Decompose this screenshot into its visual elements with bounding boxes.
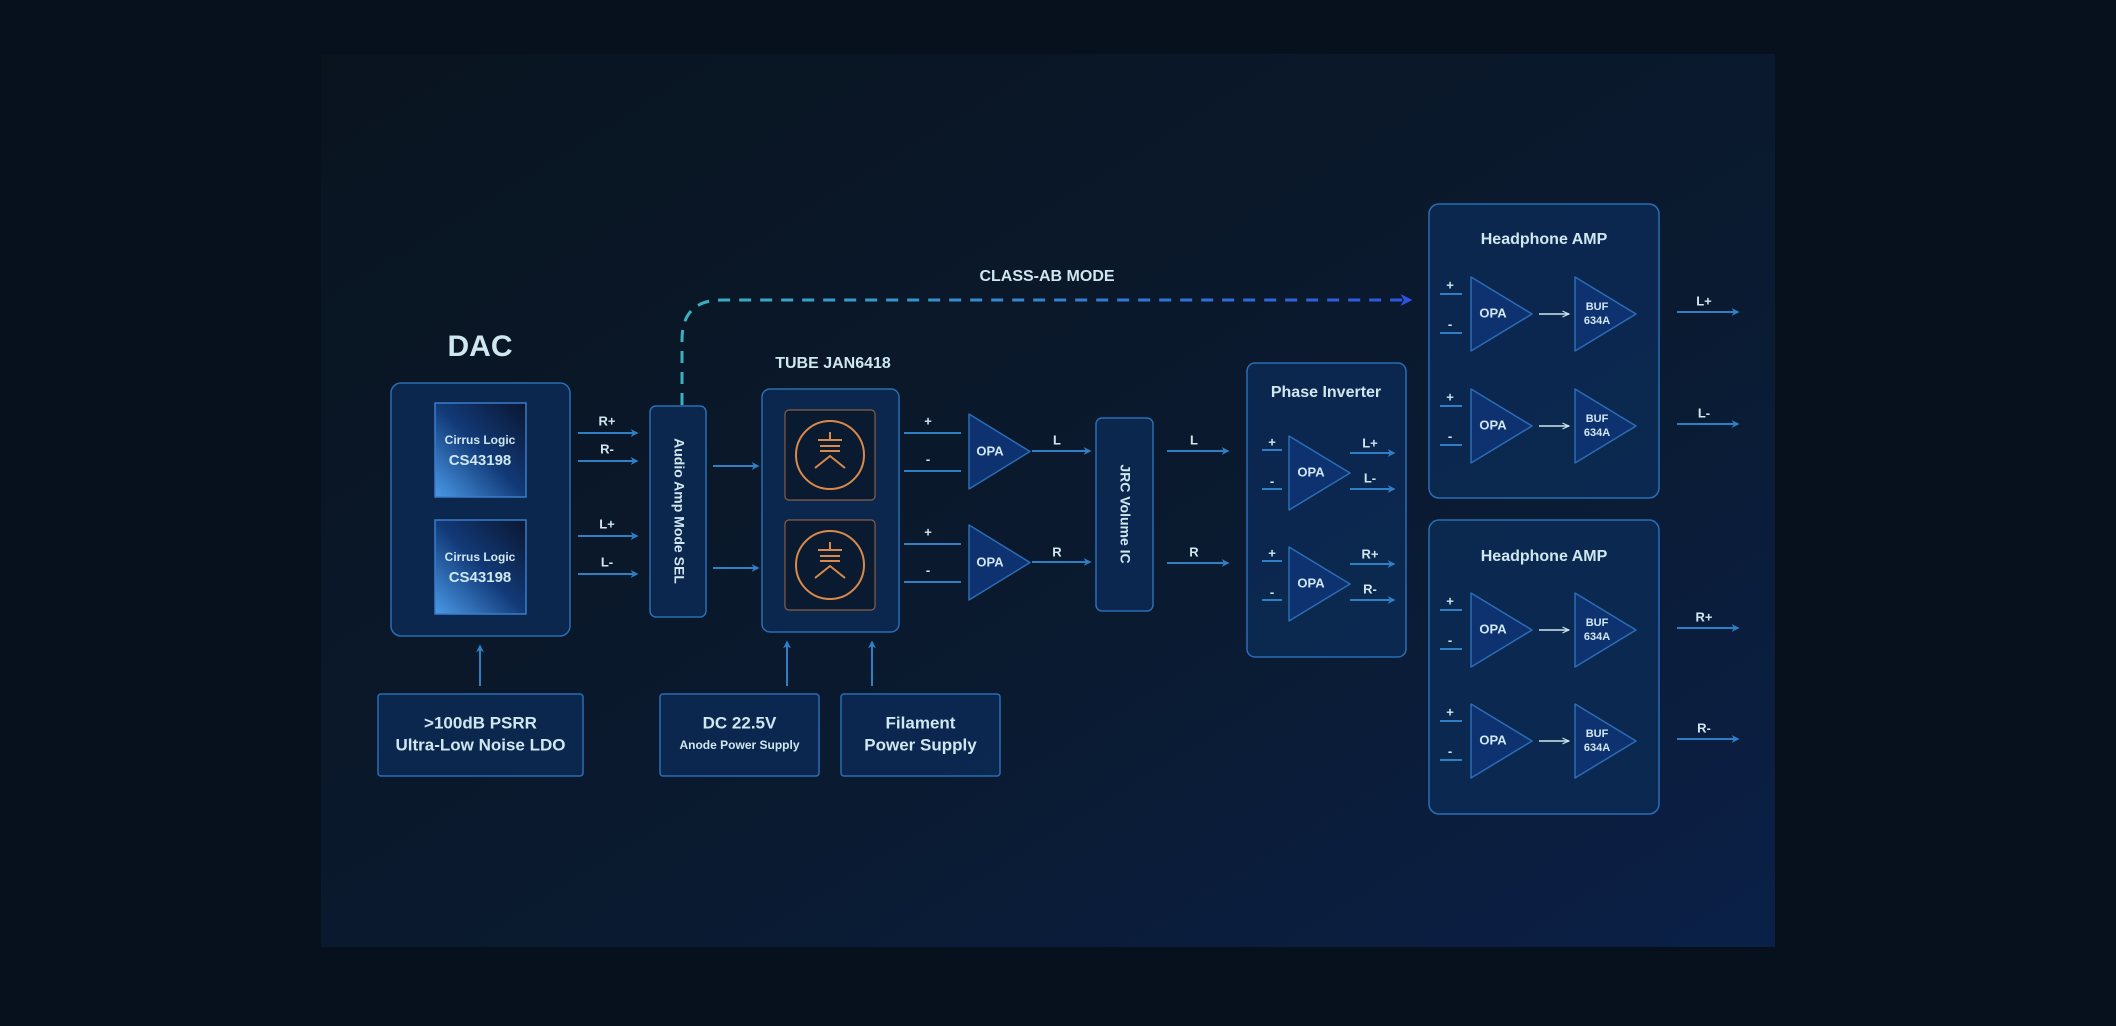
hp-opa-triangle	[1470, 592, 1533, 668]
buffer-label-line2: 634A	[1584, 742, 1610, 754]
pi-opa-label: OPA	[1297, 575, 1325, 590]
pi-input-label: -	[1270, 473, 1274, 488]
pi-input-label: +	[1268, 434, 1276, 449]
power-supply-box-ldo	[377, 693, 584, 777]
amp-mode-selector-label: Audio Amp Mode SEL	[671, 438, 687, 584]
hp-input-label: +	[1446, 593, 1454, 608]
tube-title: TUBE JAN6418	[775, 355, 891, 372]
phase-inverter-title: Phase Inverter	[1271, 384, 1381, 401]
hp-opa-triangle	[1470, 388, 1533, 464]
power-supply-box-anode	[659, 693, 820, 777]
buffer-triangle	[1574, 592, 1637, 668]
power-supply-line2: Anode Power Supply	[679, 738, 799, 752]
hp-input-label: -	[1448, 428, 1452, 443]
chip-model: CS43198	[449, 452, 512, 469]
opa-triangle	[968, 413, 1031, 490]
dac-output-label: L-	[601, 554, 613, 569]
headphone-amp-title: Headphone AMP	[1481, 231, 1608, 248]
hp-input-label: -	[1448, 743, 1452, 758]
hp-input-label: -	[1448, 316, 1452, 331]
class-ab-dashed-path	[680, 294, 1413, 405]
hp-output-label: L-	[1698, 405, 1710, 420]
pi-output-label: R-	[1363, 581, 1377, 596]
hp-output-label: R-	[1697, 720, 1711, 735]
power-supply-line1: >100dB PSRR	[424, 713, 537, 732]
opa-output-label: L	[1053, 432, 1061, 447]
buffer-label-line1: BUF	[1586, 617, 1609, 629]
chip-model: CS43198	[449, 569, 512, 586]
power-supply-box-filament	[840, 693, 1001, 777]
hp-opa-label: OPA	[1479, 621, 1507, 636]
power-supply-line1: Filament	[886, 713, 956, 732]
hp-output-label: L+	[1696, 293, 1712, 308]
hp-opa-label: OPA	[1479, 417, 1507, 432]
power-supply-line2: Ultra-Low Noise LDO	[395, 735, 565, 754]
buffer-triangle	[1574, 276, 1637, 352]
volume-ic-box	[1095, 417, 1154, 612]
tube-filament-icon	[814, 542, 846, 579]
opa-triangle	[968, 524, 1031, 601]
pi-opa-triangle	[1288, 546, 1351, 622]
vacuum-tube-icon	[795, 530, 865, 600]
dac-chip	[434, 402, 527, 498]
dac-output-label: R-	[600, 441, 614, 456]
opa-output-label: R	[1052, 544, 1062, 559]
hp-opa-label: OPA	[1479, 305, 1507, 320]
pi-opa-label: OPA	[1297, 464, 1325, 479]
tube-output-label: +	[924, 413, 932, 428]
power-supply-line1: DC 22.5V	[703, 713, 777, 732]
phase-inverter-box	[1246, 362, 1407, 658]
hp-opa-label: OPA	[1479, 732, 1507, 747]
hp-output-label: R+	[1696, 609, 1713, 624]
opa-label: OPA	[976, 443, 1004, 458]
buffer-label-line2: 634A	[1584, 427, 1610, 439]
pi-output-label: R+	[1362, 546, 1379, 561]
amp-mode-selector-box	[649, 405, 707, 618]
pi-input-label: +	[1268, 545, 1276, 560]
hp-input-label: +	[1446, 277, 1454, 292]
tube-output-label: +	[924, 524, 932, 539]
buffer-label-line1: BUF	[1586, 413, 1609, 425]
power-supply-line2: Power Supply	[864, 735, 977, 754]
hp-input-label: +	[1446, 389, 1454, 404]
buffer-triangle	[1574, 388, 1637, 464]
volume-ic-label: JRC Volume IC	[1117, 464, 1133, 563]
dac-output-label: R+	[599, 413, 616, 428]
dac-output-label: L+	[599, 516, 615, 531]
pi-output-label: L-	[1364, 470, 1376, 485]
volume-output-label: R	[1189, 544, 1199, 559]
pi-opa-triangle	[1288, 435, 1351, 511]
tube-output-label: -	[926, 562, 930, 577]
chip-brand: Cirrus Logic	[445, 550, 516, 564]
buffer-label-line2: 634A	[1584, 631, 1610, 643]
opa-label: OPA	[976, 554, 1004, 569]
buffer-label-line1: BUF	[1586, 728, 1609, 740]
pi-output-label: L+	[1362, 435, 1378, 450]
dac-chip	[434, 519, 527, 615]
buffer-triangle	[1574, 703, 1637, 779]
hp-opa-triangle	[1470, 703, 1533, 779]
headphone-amp-title: Headphone AMP	[1481, 548, 1608, 565]
tube-output-label: -	[926, 451, 930, 466]
hp-input-label: +	[1446, 704, 1454, 719]
vacuum-tube-icon	[795, 420, 865, 490]
chip-brand: Cirrus Logic	[445, 433, 516, 447]
class-ab-mode-label: CLASS-AB MODE	[979, 268, 1114, 285]
buffer-label-line1: BUF	[1586, 301, 1609, 313]
hp-opa-triangle	[1470, 276, 1533, 352]
pi-input-label: -	[1270, 584, 1274, 599]
buffer-label-line2: 634A	[1584, 315, 1610, 327]
dac-title: DAC	[448, 330, 513, 363]
volume-output-label: L	[1190, 432, 1198, 447]
tube-filament-icon	[814, 432, 846, 469]
hp-input-label: -	[1448, 632, 1452, 647]
